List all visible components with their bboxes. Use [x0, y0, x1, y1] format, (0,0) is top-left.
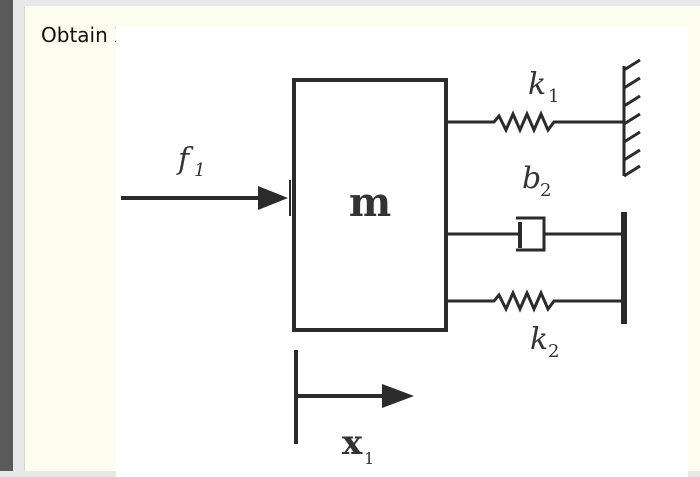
force-arrow	[121, 180, 291, 216]
mass-block	[292, 78, 448, 332]
damper-b2-subscript: 2	[540, 180, 551, 201]
damper-b2-label: b	[522, 161, 541, 196]
spring-k1-label: k	[528, 67, 546, 102]
question-panel: Obtain X₁(s)/F₁(s). m f 1 k 1	[24, 6, 700, 477]
force-label: f	[176, 142, 194, 177]
spring-k2-label: k	[530, 322, 548, 357]
mass-label: m	[349, 179, 391, 226]
mechanical-system-figure: m f 1 k 1	[116, 26, 688, 477]
displacement-label: x	[342, 423, 363, 463]
window-edge-bar	[0, 0, 13, 471]
spring-k2	[446, 289, 624, 313]
mass-spring-damper-diagram: m f 1 k 1	[121, 58, 641, 468]
fixed-ground-hatched	[622, 58, 641, 178]
displacement-arrow	[294, 350, 414, 444]
force-subscript: 1	[194, 160, 205, 181]
spring-k1-subscript: 1	[548, 86, 559, 107]
spring-k1	[446, 110, 624, 134]
spring-k2-subscript: 2	[548, 341, 559, 362]
damper-b2	[446, 216, 624, 252]
displacement-subscript: 1	[364, 449, 374, 468]
